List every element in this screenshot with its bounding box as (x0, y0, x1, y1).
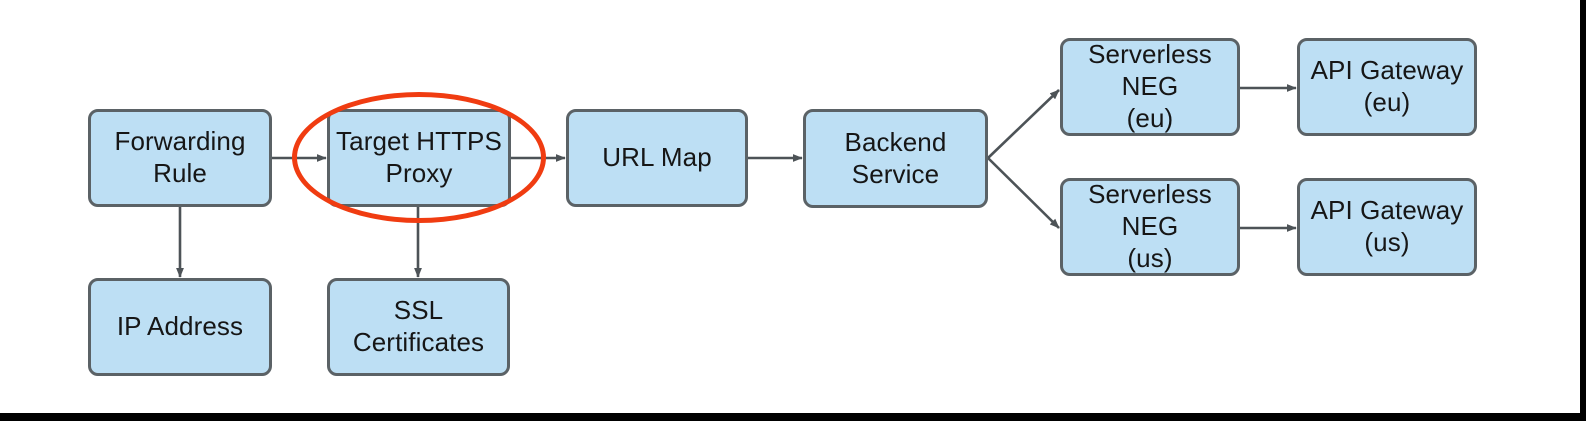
frame-right-bar (1580, 0, 1586, 421)
node-backend-service[interactable]: Backend Service (803, 109, 988, 208)
node-api-gateway-us[interactable]: API Gateway (us) (1297, 178, 1477, 276)
node-ip-address-label: IP Address (116, 311, 244, 342)
node-forwarding-rule[interactable]: Forwarding Rule (88, 109, 272, 207)
node-ip-address[interactable]: IP Address (88, 278, 272, 376)
node-backend-service-label: Backend Service (844, 126, 947, 189)
node-api-gateway-eu[interactable]: API Gateway (eu) (1297, 38, 1477, 136)
frame-bottom-bar (0, 413, 1586, 421)
node-serverless-neg-us-label: Serverless NEG (us) (1088, 179, 1212, 273)
node-target-https-proxy-label: Target HTTPS Proxy (336, 126, 502, 188)
node-api-gateway-eu-label: API Gateway (eu) (1310, 55, 1464, 117)
node-serverless-neg-eu[interactable]: Serverless NEG (eu) (1060, 38, 1240, 136)
node-serverless-neg-us[interactable]: Serverless NEG (us) (1060, 178, 1240, 276)
node-ssl-certificates-label: SSL Certificates (352, 295, 485, 357)
edge-backend-to-neg-us (987, 157, 1060, 229)
node-forwarding-rule-label: Forwarding Rule (114, 126, 246, 188)
node-ssl-certificates[interactable]: SSL Certificates (327, 278, 510, 376)
edge-backend-to-neg-eu (987, 89, 1060, 159)
node-url-map-label: URL Map (602, 142, 712, 173)
node-url-map[interactable]: URL Map (566, 109, 748, 207)
node-api-gateway-us-label: API Gateway (us) (1310, 195, 1464, 257)
node-target-https-proxy[interactable]: Target HTTPS Proxy (327, 109, 511, 207)
node-serverless-neg-eu-label: Serverless NEG (eu) (1088, 39, 1212, 133)
